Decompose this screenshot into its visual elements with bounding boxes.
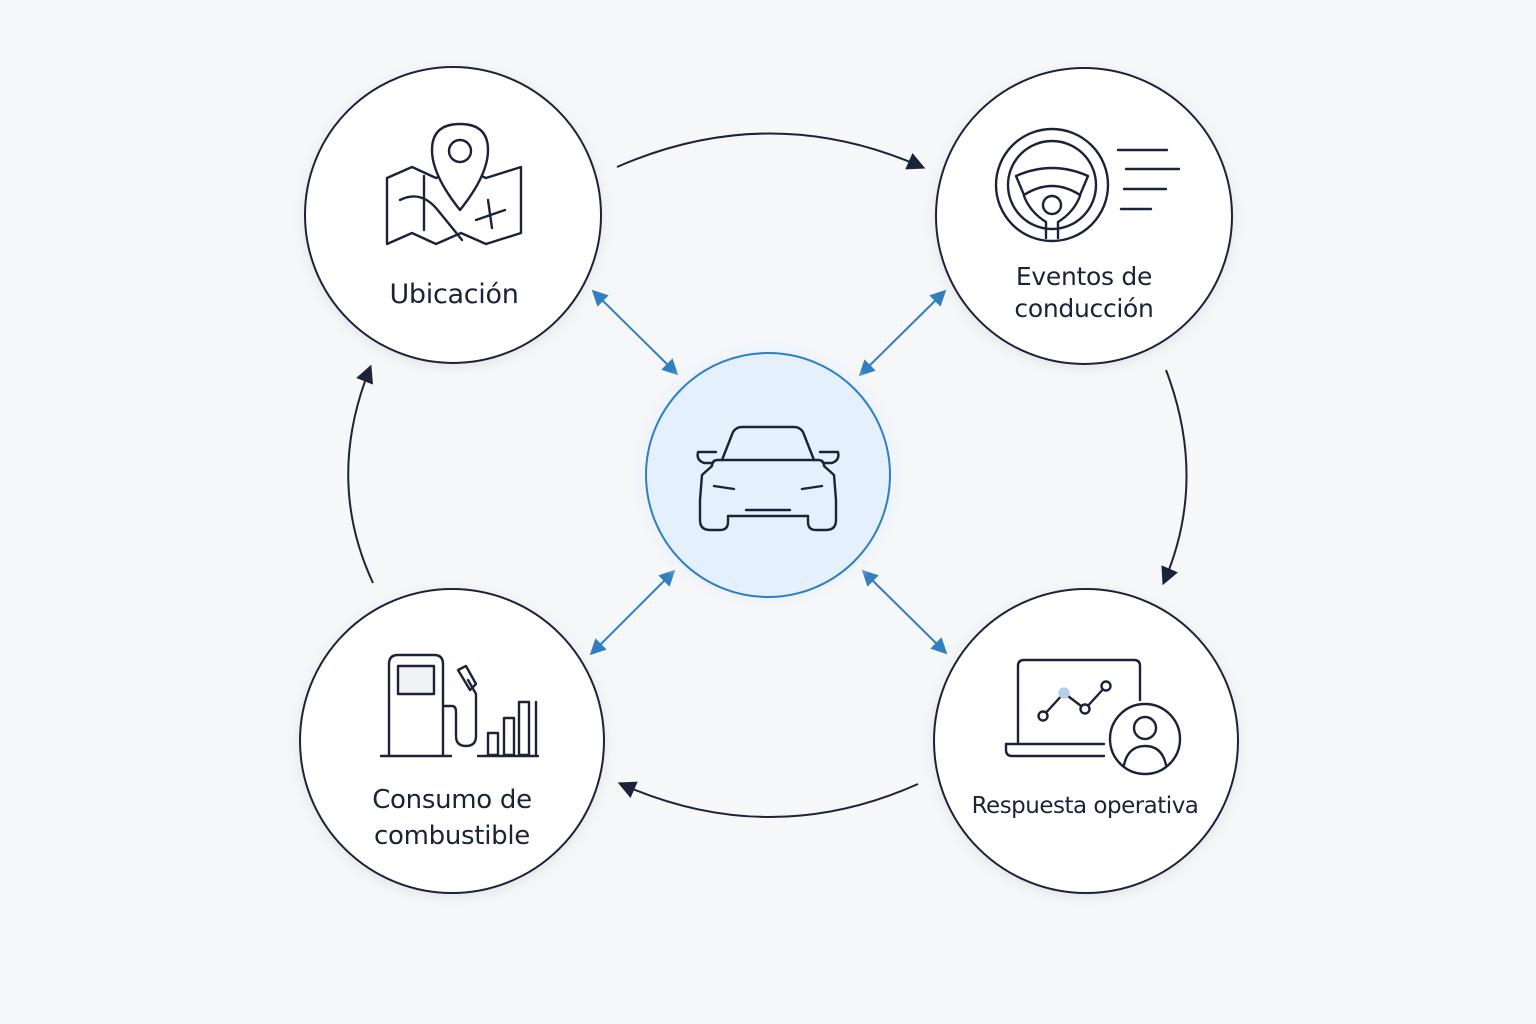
node-label-line: Consumo de [372,785,532,815]
node-label-line: conducción [1014,294,1154,323]
node-label-line: combustible [374,821,530,851]
fuel-pump-icon [379,653,540,758]
node-respuesta [933,588,1239,894]
link-arrow-center-respuesta [861,569,948,655]
node-label-combustible: Consumo de combustible [322,782,582,854]
node-label-line: Ubicación [389,279,519,310]
node-label-respuesta: Respuesta operativa [955,790,1215,823]
cycle-arrow-combustible-to-ubicacion [347,364,374,584]
map-pin-icon [385,122,523,246]
dashboard-user-icon [1004,658,1182,776]
steering-wheel-icon [994,127,1181,243]
car-icon [696,425,840,532]
node-combustible [299,588,605,894]
link-arrow-center-eventos [858,289,947,377]
link-arrow-center-ubicacion [591,289,679,376]
node-label-ubicacion: Ubicación [324,278,584,311]
node-label-line: Eventos de [1015,262,1153,291]
cycle-arrow-eventos-to-respuesta [1161,369,1188,586]
center-node [626,333,910,617]
link-arrow-center-combustible [589,569,676,656]
node-label-eventos: Eventos de conducción [954,261,1214,325]
cycle-arrow-respuesta-to-combustible [617,781,919,818]
cycle-arrow-ubicacion-to-eventos [616,132,926,170]
node-label-line: Respuesta operativa [971,793,1199,819]
node-ubicacion [304,66,602,364]
